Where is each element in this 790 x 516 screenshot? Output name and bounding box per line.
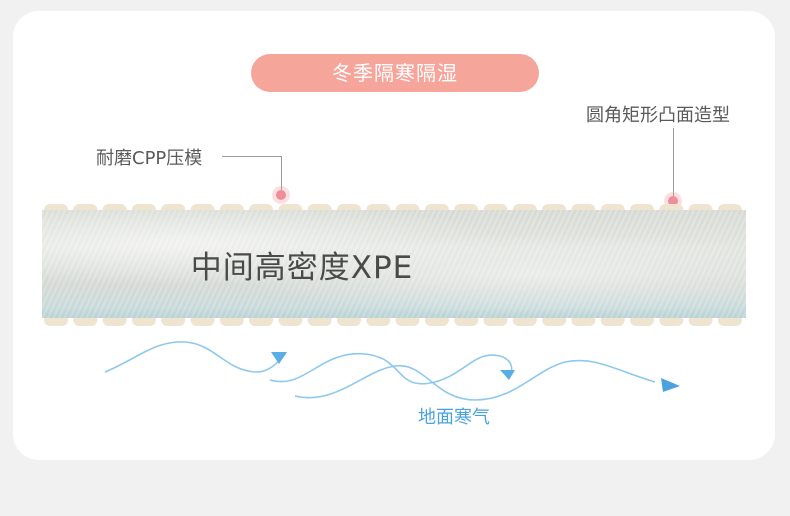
callout-cpp-label: 耐磨CPP压模 (96, 148, 203, 169)
banner-title: 冬季隔寒隔湿 (251, 54, 539, 92)
callout-left-dot (276, 190, 286, 200)
wave-1-arrow (271, 352, 287, 364)
callout-left-line-h (222, 156, 282, 157)
cold-air-waves (104, 341, 680, 401)
mat-core-label: 中间高密度XPE (190, 250, 414, 286)
wave-3-arrow (661, 378, 680, 392)
callout-left-line-v (281, 156, 282, 190)
wave-1 (104, 341, 286, 373)
cold-air-label: 地面寒气 (418, 407, 490, 428)
callout-right-line-v (673, 128, 674, 196)
wave-3 (294, 359, 656, 401)
wave-2 (269, 353, 513, 385)
xpe-mat (42, 210, 746, 318)
callout-shape-label: 圆角矩形凸面造型 (586, 105, 730, 126)
callout-right-dot (668, 196, 678, 206)
wave-2-arrow (500, 370, 515, 380)
